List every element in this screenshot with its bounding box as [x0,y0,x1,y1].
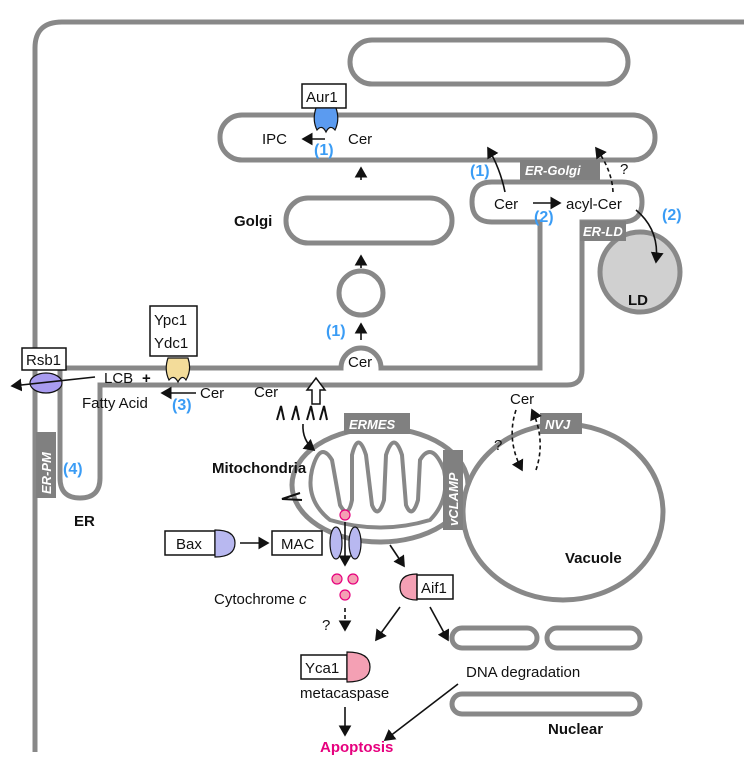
ypc1-label: Ypc1 [154,312,187,329]
cer-label-er: Cer [494,196,518,213]
cer-label-ermes: Cer [254,384,278,401]
ypc1-ydc1-box [149,305,198,357]
vclamp-contact [443,450,463,530]
aif1-label: Aif1 [421,580,447,597]
ermes-contact [344,413,410,434]
bax-protein [214,529,236,558]
nuclear-label: Nuclear [548,721,603,738]
pathway-1-aur1: (1) [314,142,334,159]
vclamp-label: vCLAMP [446,472,461,526]
ermes-label: ERMES [349,417,396,432]
plasma-membrane [32,19,744,752]
plus-label: + [142,370,151,387]
pathway-2-acyl: (2) [534,209,554,226]
yca1-label: Yca1 [305,660,339,677]
aur1-label: Aur1 [306,89,338,106]
pathway-1-vesicle: (1) [326,323,346,340]
cer-label-nvj: Cer [510,391,534,408]
lcb-label: LCB [104,370,133,387]
fatty-acid-label: Fatty Acid [82,395,148,412]
pathway-1-er-golgi: (1) [470,163,490,180]
vacuole-label: Vacuole [565,550,622,567]
metacaspase-label: metacaspase [300,685,389,702]
nvj-label: NVJ [545,417,571,432]
rsb1-box [21,347,67,371]
question-nvj: ? [494,437,502,454]
cer-label-bud: Cer [348,354,372,371]
mac-label: MAC [281,536,315,553]
golgi-label: Golgi [234,213,272,230]
pathway-2-ld: (2) [662,207,682,224]
hollow-up-arrow-icon [305,376,327,405]
rsb1-label: Rsb1 [26,352,61,369]
yca1-protein [346,651,371,683]
ipc-label: IPC [262,131,287,148]
cer-label-ypc1: Cer [200,385,224,402]
mitochondrion [289,425,471,545]
question-er-golgi: ? [620,161,628,178]
question-cytochrome: ? [322,617,330,634]
acyl-cer-label: acyl-Cer [566,196,622,213]
cytochrome-c-molecules [331,509,359,601]
aur1-protein [313,107,339,134]
dna-degradation-label: DNA degradation [466,664,580,681]
pathway-4: (4) [63,461,83,478]
aur1-box [301,83,347,109]
er-membrane [57,179,645,501]
cytochrome-label: Cytochrome c [214,591,307,608]
er-label: ER [74,513,95,530]
mac-box [271,530,323,556]
golgi-cisterna-top [347,37,631,87]
vacuole [460,421,666,603]
pathway-3: (3) [172,397,192,414]
mitochondria-label: Mitochondria [212,460,307,477]
mitochondrial-cristae [308,440,448,530]
ydc1-label: Ydc1 [154,335,188,352]
er-golgi-label: ER-Golgi [525,163,581,178]
mito-efflux-icon [281,492,303,501]
bax-box [164,530,216,556]
aif1-box [416,574,454,600]
er-pm-label: ER-PM [39,451,54,494]
mac-channel-right [348,526,362,560]
ld-label: LD [628,292,648,309]
ceramide-channel-icon [276,405,328,421]
golgi-cisterna [283,195,455,246]
golgi-vesicle [336,268,386,318]
nvj-contact [540,413,582,434]
cer-label-golgi: Cer [348,131,372,148]
mac-channel-left [329,526,343,560]
er-ld-contact [580,221,626,241]
bax-label: Bax [176,536,202,553]
aif1-protein [399,573,418,601]
er-golgi-contact [520,160,600,180]
ypc1-protein [165,357,191,384]
er-pm-contact [36,432,56,498]
apoptosis-label: Apoptosis [320,739,393,756]
er-ld-label: ER-LD [583,224,623,239]
nuclear-envelope [449,625,643,717]
